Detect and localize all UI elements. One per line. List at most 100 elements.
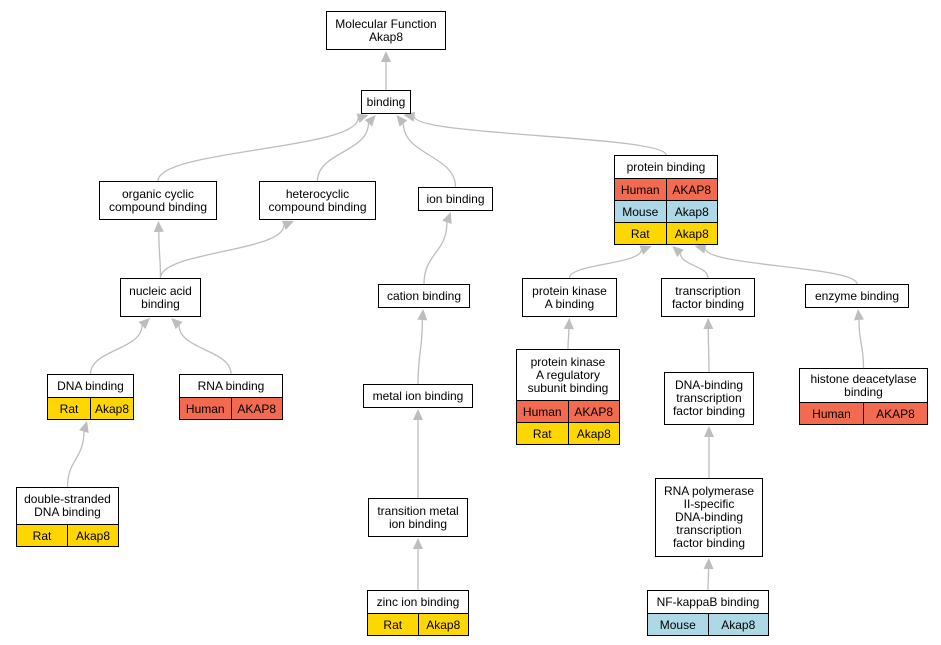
label-line: compound binding xyxy=(108,199,208,214)
gene-cell: AKAP8 xyxy=(230,398,283,419)
edge-enzyme-to-protein_binding xyxy=(704,248,858,285)
label-line: DNA-binding xyxy=(674,378,744,392)
gene-cell: Akap8 xyxy=(707,614,769,635)
species-cell: Mouse xyxy=(659,617,696,632)
edge-organic_cyclic-to-binding xyxy=(157,118,359,182)
go-term-cation[interactable]: cation binding xyxy=(378,284,470,308)
edge-nucleic_acid-to-heterocyclic xyxy=(159,225,285,279)
go-term-label: NF-kappaB binding xyxy=(648,591,768,613)
label-line: transcription xyxy=(675,283,741,298)
annotation-row-human: Human AKAP8 xyxy=(800,402,927,424)
species-cell: Mouse xyxy=(622,204,659,219)
gene-cell: Akap8 xyxy=(567,423,620,444)
label-line: ion binding xyxy=(388,516,448,531)
arrowhead xyxy=(138,318,150,330)
label-line: metal ion binding xyxy=(372,388,464,403)
species-cell: Rat xyxy=(383,617,403,632)
arrowhead xyxy=(694,243,707,254)
label-line: protein kinase xyxy=(530,354,606,369)
label-line: RNA polymerase xyxy=(663,484,755,498)
label-line: subunit binding xyxy=(527,380,609,395)
edge-cation-to-ion_binding xyxy=(423,222,448,285)
label-line: protein kinase xyxy=(532,283,607,298)
arrowhead xyxy=(171,318,183,330)
annotation-row-mouse: Mouse Akap8 xyxy=(648,613,768,635)
arrowhead xyxy=(639,245,652,255)
label-line: A binding xyxy=(544,296,595,311)
annotation-row-human: Human AKAP8 xyxy=(180,397,282,419)
gene-cell: Akap8 xyxy=(665,223,718,244)
gene-cell: AKAP8 xyxy=(863,403,927,424)
edge-ion_binding-to-binding xyxy=(402,123,457,188)
species-cell: Human xyxy=(185,401,225,416)
label-line: heterocyclic xyxy=(285,186,350,201)
gene-cell: Akap8 xyxy=(665,201,718,222)
label-line: enzyme binding xyxy=(814,288,900,303)
label-line: factor binding xyxy=(672,536,746,550)
label-line: transcription xyxy=(676,391,742,405)
arrowhead xyxy=(356,113,369,124)
go-term-ion-binding[interactable]: ion binding xyxy=(418,187,493,211)
label-line: DNA-binding xyxy=(674,510,744,524)
label-line: factor binding xyxy=(671,296,745,311)
edge-heterocyclic-to-binding xyxy=(316,123,370,182)
species-cell: Rat xyxy=(532,426,552,441)
annotation-row-rat: Rat Akap8 xyxy=(517,422,619,444)
go-term-label: ion binding xyxy=(419,188,492,210)
arrowhead xyxy=(672,246,684,258)
go-term-label: enzyme binding xyxy=(806,285,908,307)
go-term-enzyme[interactable]: enzyme binding xyxy=(805,284,909,308)
go-term-label: RNA binding xyxy=(180,375,282,397)
go-term-label: zinc ion binding xyxy=(368,591,468,613)
label-line: II-specific xyxy=(683,497,735,511)
edge-hdac-to-enzyme xyxy=(858,319,865,369)
species-cell: Human xyxy=(812,406,851,421)
label-line: A regulatory xyxy=(535,367,601,382)
label-line: cation binding xyxy=(386,288,462,303)
label-line: Akap8 xyxy=(368,29,403,44)
label-line: zinc ion binding xyxy=(376,594,460,609)
species-cell: Human xyxy=(620,182,660,197)
arrowhead xyxy=(364,115,376,127)
edge-tf_binding-to-protein_binding xyxy=(679,253,709,279)
arrowhead xyxy=(703,318,714,330)
label-line: factor binding xyxy=(672,404,746,418)
label-line: compound binding xyxy=(268,199,367,214)
arrowhead xyxy=(281,220,294,230)
label-line: DNA binding xyxy=(34,505,101,519)
label-line: transition metal xyxy=(377,503,459,518)
label-line: binding xyxy=(844,384,883,399)
label-line: binding xyxy=(141,296,180,311)
label-line: ion binding xyxy=(426,191,485,206)
arrowhead xyxy=(854,309,864,321)
species-cell: Rat xyxy=(59,401,79,416)
edge-dna_tf-to-tf_binding xyxy=(707,328,710,373)
label-line: histone deacetylase xyxy=(810,371,917,386)
go-term-metal-ion[interactable]: metal ion binding xyxy=(363,384,473,408)
go-term-binding[interactable]: binding xyxy=(361,90,411,114)
